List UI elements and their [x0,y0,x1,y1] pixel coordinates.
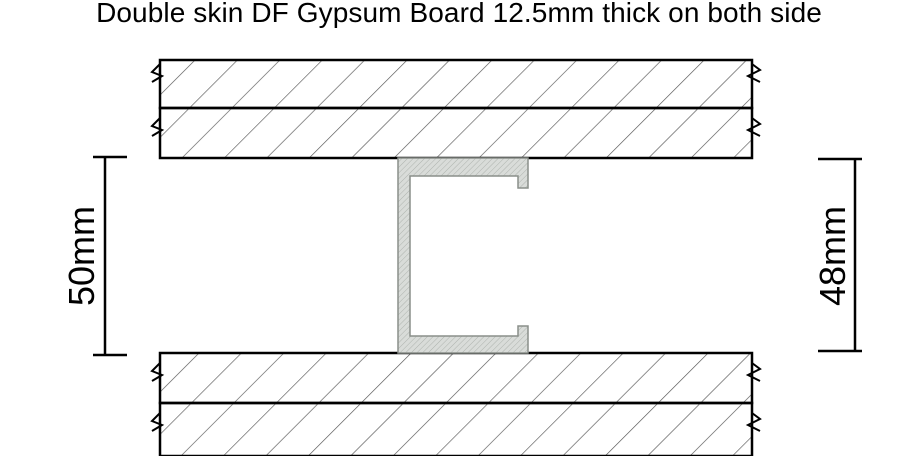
right-dimension-line [818,157,862,353]
drawing-title: Double skin DF Gypsum Board 12.5mm thick… [96,0,822,28]
right-dimension-label: 48mm [812,206,853,306]
break-symbols [150,63,762,432]
c-stud-profile [397,157,529,354]
left-dimension-line [93,155,127,357]
top-board-inner [158,106,754,160]
bottom-board-inner [158,351,754,405]
left-dimension-label: 50mm [61,206,102,306]
top-board-outer [158,58,754,110]
bottom-board-outer [158,401,754,456]
